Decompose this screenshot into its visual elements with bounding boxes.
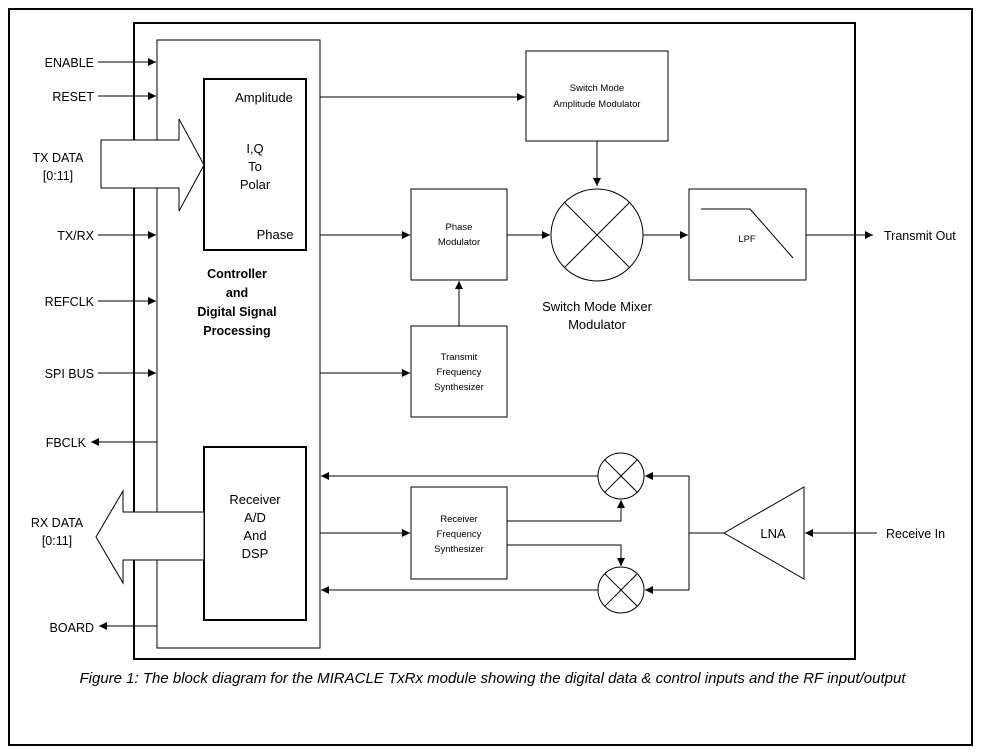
transmit-out-label: Transmit Out <box>884 229 956 243</box>
rx-data-range: [0:11] <box>42 534 72 548</box>
figure-frame <box>8 8 973 746</box>
tx-data-range: [0:11] <box>43 169 73 183</box>
rx-synth-label-2: Frequency <box>437 529 482 540</box>
lna-label: LNA <box>760 526 786 541</box>
receive-in-label: Receive In <box>886 527 945 541</box>
receiver-label-4: DSP <box>242 546 269 561</box>
controller-label-1: Controller <box>207 267 267 281</box>
receiver-label-3: And <box>243 528 266 543</box>
refclk-label: REFCLK <box>45 295 95 309</box>
lpf-response-icon <box>701 208 794 259</box>
rx-synth-to-upper-mixer-arrow <box>507 500 625 522</box>
board-label: BOARD <box>50 621 94 635</box>
iq-phase-label: Phase <box>257 227 294 242</box>
controller-label-2: and <box>226 286 248 300</box>
controller-label-3: Digital Signal <box>197 305 276 319</box>
tx-data-bus-arrow <box>100 118 205 212</box>
phase-modulator-label-1: Phase <box>446 222 473 233</box>
rx-data-label: RX DATA <box>31 516 84 530</box>
figure-caption: Figure 1: The block diagram for the MIRA… <box>79 670 906 687</box>
rx-synth-label-3: Synthesizer <box>434 544 484 555</box>
iq-label-1: I,Q <box>246 141 263 156</box>
mixer-x-2 <box>564 202 630 268</box>
rx-synth-label-1: Receiver <box>440 514 478 525</box>
phase-modulator-block <box>410 188 508 281</box>
lna-triangle <box>722 486 805 580</box>
iq-label-2: To <box>248 159 262 174</box>
tx-synth-label-2: Frequency <box>437 367 482 378</box>
lpf-label: LPF <box>738 234 756 245</box>
tx-data-label: TX DATA <box>33 151 85 165</box>
tx-rx-label: TX/RX <box>57 229 94 243</box>
iq-label-3: Polar <box>240 177 271 192</box>
module-box <box>133 22 856 660</box>
lower-rx-mixer-x-2 <box>604 573 638 607</box>
rx-synth-to-lower-mixer-arrow <box>507 544 625 566</box>
rx-data-bus-arrow <box>95 489 205 585</box>
fbclk-label: FBCLK <box>46 436 87 450</box>
tx-synth-label-3: Synthesizer <box>434 382 484 393</box>
upper-rx-mixer-x-2 <box>604 459 638 493</box>
amplitude-modulator-label-2: Amplitude Modulator <box>553 99 640 110</box>
controller-column <box>156 39 321 649</box>
tx-synth-label-1: Transmit <box>441 352 478 363</box>
controller-label-4: Processing <box>203 324 270 338</box>
amplitude-modulator-block <box>525 50 669 142</box>
receiver-label-2: A/D <box>244 510 266 525</box>
iq-amplitude-label: Amplitude <box>235 90 293 105</box>
rx-synth-block <box>410 486 508 580</box>
reset-label: RESET <box>52 90 94 104</box>
mixer-label-1: Switch Mode Mixer <box>542 299 652 314</box>
amplitude-modulator-label-1: Switch Mode <box>570 83 624 94</box>
enable-label: ENABLE <box>45 56 94 70</box>
phase-modulator-label-2: Modulator <box>438 237 480 248</box>
mixer-label-2: Modulator <box>568 317 626 332</box>
receiver-label-1: Receiver <box>229 492 281 507</box>
spi-bus-label: SPI BUS <box>45 367 94 381</box>
